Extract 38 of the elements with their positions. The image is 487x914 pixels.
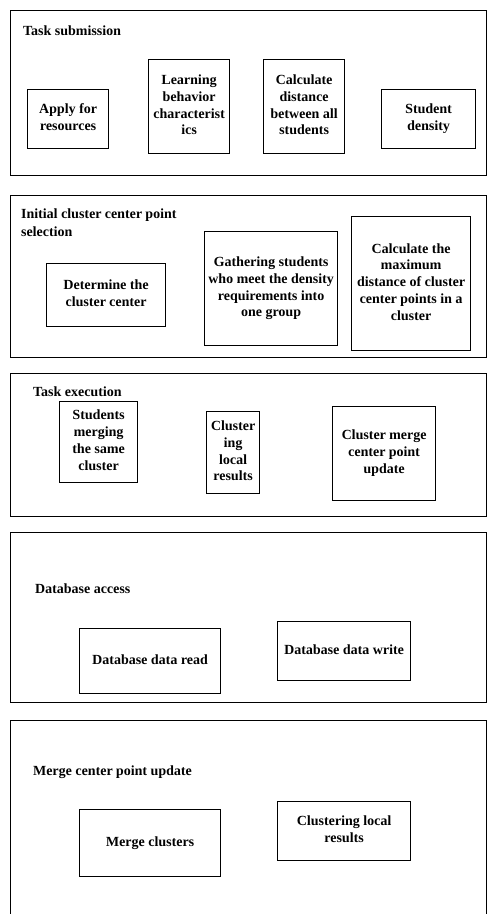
box-label: Apply for resources [38, 102, 98, 136]
box-label: Gathering students who meet the density requirements into one group [208, 254, 334, 322]
box-label: Cluster merge center point update [340, 428, 428, 479]
process-box [351, 216, 471, 351]
box-label: Student density [404, 102, 453, 136]
section-title: Database access [35, 581, 132, 599]
process-box [79, 628, 221, 694]
process-box [79, 809, 221, 877]
box-label: Database data read [92, 652, 208, 670]
process-box [206, 411, 260, 494]
process-box [277, 801, 411, 861]
process-box [27, 89, 109, 149]
process-box [277, 621, 411, 681]
box-label: Determine the cluster center [62, 278, 150, 312]
process-box [381, 89, 476, 149]
section-panel [10, 373, 487, 517]
box-label: Clustering local results [210, 418, 256, 486]
process-box [332, 406, 436, 501]
box-label: Students merging the same cluster [71, 408, 126, 476]
box-label: Calculate the maximum distance of cluster center points in a cluster [356, 242, 466, 326]
box-label: Learning behavior characteristics [152, 72, 226, 140]
box-label: Calculate distance between all students [269, 72, 339, 140]
process-box [46, 263, 166, 327]
section-panel [10, 532, 487, 703]
box-label: Database data write [284, 642, 404, 660]
section-panel [10, 720, 487, 914]
process-box [148, 59, 230, 154]
box-label: Clustering local results [296, 814, 392, 848]
section-title: Merge center point update [33, 763, 193, 781]
box-label: Merge clusters [106, 834, 194, 852]
section-panel [10, 10, 487, 176]
section-title: Task submission [23, 23, 122, 41]
process-box [263, 59, 345, 154]
section-title: Initial cluster center point selection [21, 206, 178, 242]
process-box [59, 401, 138, 483]
process-box [204, 231, 338, 346]
section-panel [10, 195, 487, 358]
section-title: Task execution [33, 384, 123, 402]
